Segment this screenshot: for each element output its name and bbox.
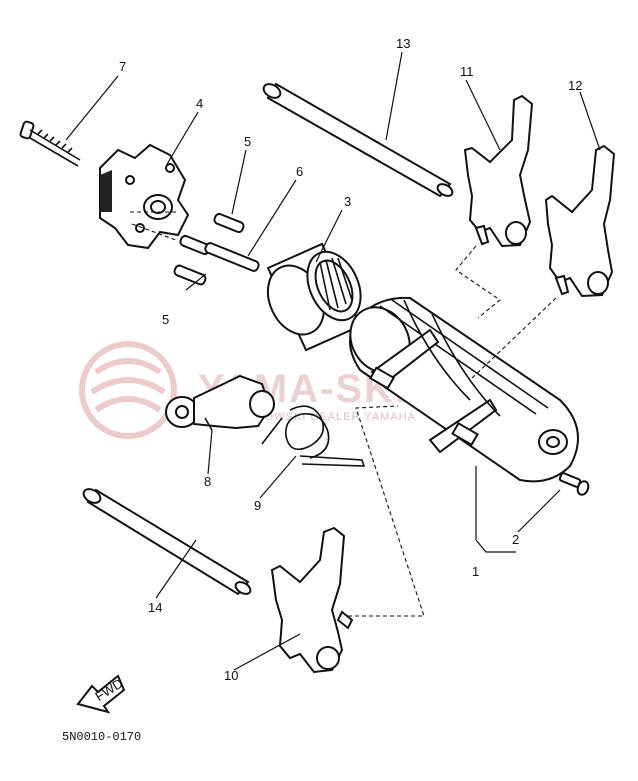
part-7-bolt — [19, 120, 81, 167]
callout-9: 9 — [254, 498, 261, 513]
callout-14: 14 — [148, 600, 162, 615]
part-8-lever — [165, 374, 275, 431]
callout-6: 6 — [296, 164, 303, 179]
part-13-shaft — [262, 82, 454, 198]
callout-13: 13 — [396, 36, 410, 51]
part-4-segment — [99, 143, 190, 250]
callout-5-bottom: 5 — [162, 312, 169, 327]
callout-5-top: 5 — [244, 134, 251, 149]
part-5-pins — [173, 212, 245, 286]
callout-12: 12 — [568, 78, 582, 93]
callout-3: 3 — [344, 194, 351, 209]
callout-2: 2 — [512, 532, 519, 547]
part-14-shaft — [82, 488, 252, 596]
part-12-fork — [544, 144, 616, 298]
fwd-arrow-icon: FWD — [76, 674, 125, 714]
watermark-logo — [79, 341, 177, 439]
callout-11: 11 — [460, 64, 474, 79]
part-1-shift-drum — [349, 296, 579, 483]
callout-8: 8 — [204, 474, 211, 489]
part-3-bearing — [266, 242, 362, 352]
callout-1: 1 — [472, 564, 479, 579]
callout-10: 10 — [224, 668, 238, 683]
part-6-pin — [204, 242, 260, 272]
callout-7: 7 — [119, 59, 126, 74]
part-11-fork — [463, 94, 534, 248]
leader-lines — [65, 51, 601, 671]
part-9-spring — [261, 405, 366, 467]
part-10-fork — [270, 526, 354, 674]
diagram-code: 5N0010-0170 — [62, 730, 141, 744]
part-2-screw — [558, 472, 590, 496]
callout-4: 4 — [196, 96, 203, 111]
callout-labels: 7 4 5 6 3 13 11 12 5 8 9 2 1 14 10 — [119, 36, 582, 683]
